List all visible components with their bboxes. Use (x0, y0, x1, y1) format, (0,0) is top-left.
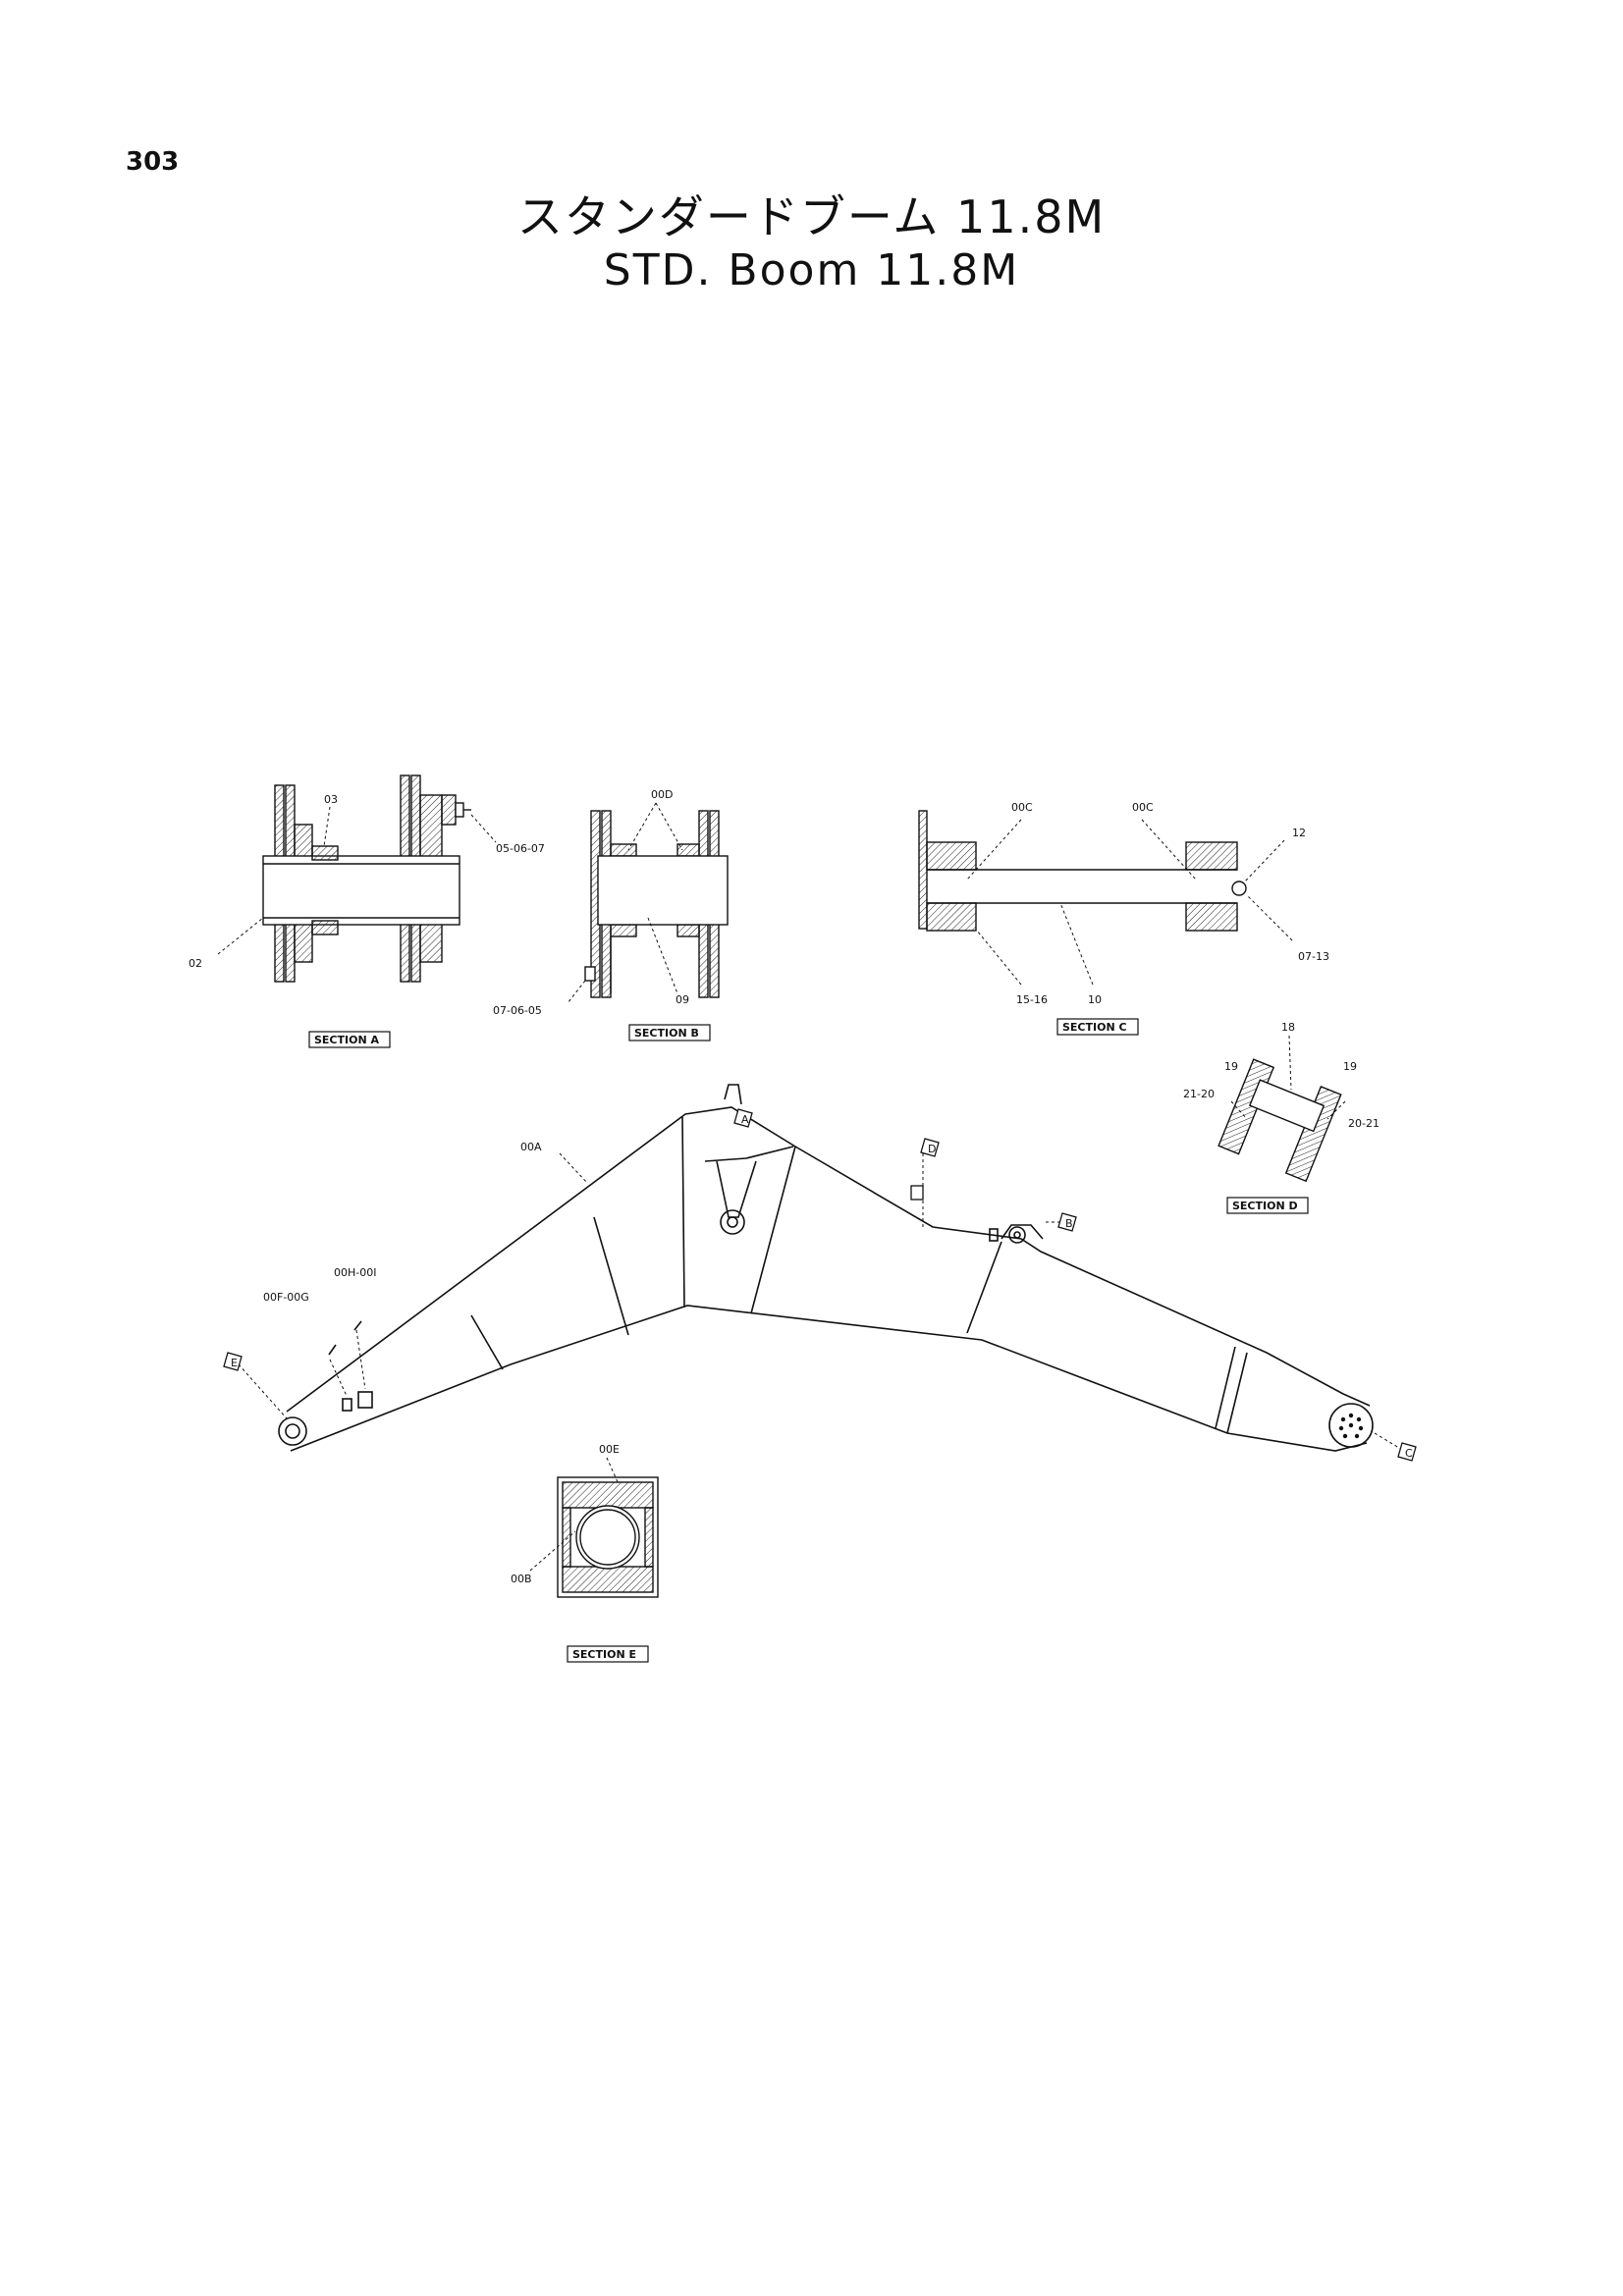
callout-03: 03 (324, 793, 338, 806)
section-c-detail (918, 810, 1293, 1036)
section-marker-e: E (231, 1357, 238, 1369)
callout-10: 10 (1088, 993, 1102, 1006)
callout-00F-00G: 00F-00G (263, 1291, 309, 1304)
callout-20-21: 20-21 (1348, 1117, 1380, 1130)
section-b-detail (567, 802, 729, 1041)
section-b-label: SECTION B (634, 1027, 699, 1040)
section-marker-d: D (928, 1143, 936, 1155)
section-marker-c: C (1405, 1447, 1413, 1460)
callout-18: 18 (1281, 1021, 1295, 1034)
callout-15-16: 15-16 (1016, 993, 1048, 1006)
callout-00A: 00A (520, 1141, 542, 1153)
section-e-label: SECTION E (572, 1648, 636, 1661)
page-number: 303 (126, 147, 180, 177)
callout-19-left: 19 (1224, 1060, 1238, 1073)
section-marker-b: B (1065, 1217, 1073, 1230)
page-title-japanese: スタンダードブーム 11.8M (516, 190, 1107, 243)
section-e-detail (529, 1457, 659, 1663)
callout-00C-left: 00C (1011, 801, 1033, 814)
callout-00C-right: 00C (1132, 801, 1154, 814)
section-d-detail (1217, 1035, 1346, 1214)
callout-00H-00I: 00H-00I (334, 1266, 376, 1279)
section-c-label: SECTION C (1062, 1021, 1127, 1034)
section-d-label: SECTION D (1232, 1200, 1298, 1212)
section-marker-group (223, 1108, 1417, 1462)
callout-21-20: 21-20 (1183, 1088, 1215, 1100)
callout-00B: 00B (511, 1573, 532, 1585)
callout-00E: 00E (599, 1443, 620, 1456)
callout-07-06-05: 07-06-05 (493, 1004, 542, 1017)
section-a-label: SECTION A (314, 1034, 379, 1046)
section-a-detail (217, 774, 497, 1048)
callout-07-13: 07-13 (1298, 950, 1329, 963)
callout-12: 12 (1292, 827, 1306, 839)
section-marker-a: A (741, 1113, 749, 1126)
page-title-english: STD. Boom 11.8M (603, 245, 1020, 295)
callout-19-right: 19 (1343, 1060, 1357, 1073)
callout-09: 09 (676, 993, 689, 1006)
callout-02: 02 (189, 957, 202, 970)
callout-05-06-07: 05-06-07 (496, 842, 545, 855)
callout-00D: 00D (651, 788, 673, 801)
